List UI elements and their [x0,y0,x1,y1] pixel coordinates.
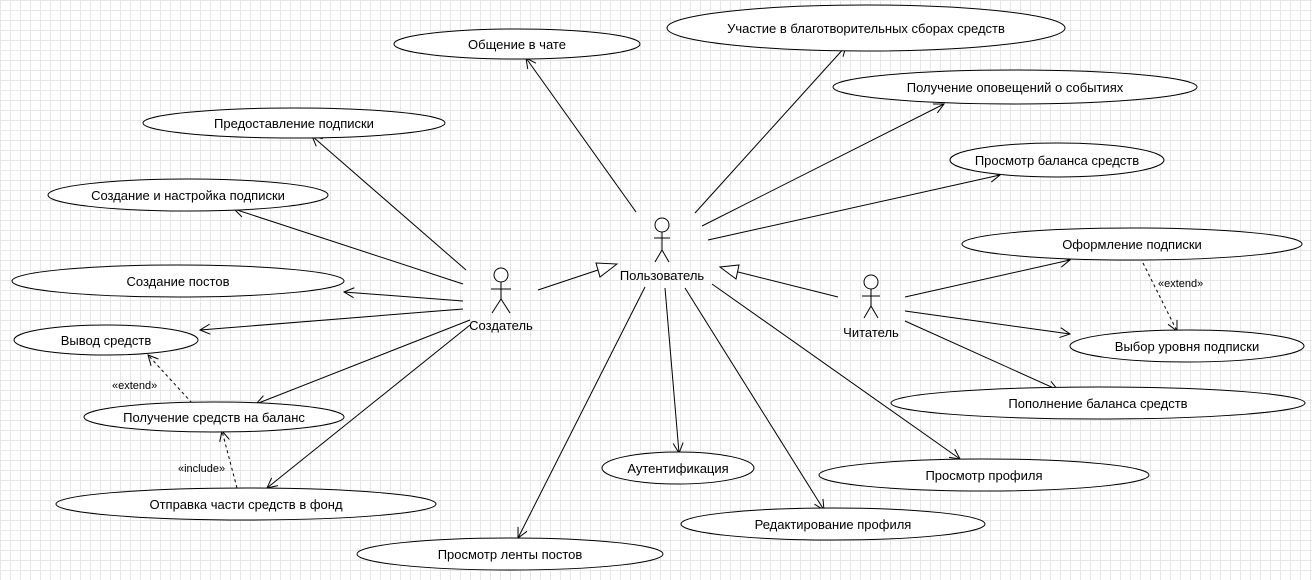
use-case-label: Просмотр ленты постов [438,547,583,562]
actor-head-icon [493,267,509,283]
assoc-user-edit-profile [684,287,824,510]
assoc-user-feed [518,286,646,538]
actor-label: Создатель [469,318,533,333]
actor-label: Пользователь [620,268,705,283]
use-case-label: Аутентификация [627,461,728,476]
gen-creator-user-head [595,262,619,278]
use-case-label: Общение в чате [468,37,566,52]
use-case-subscribe[interactable]: Оформление подписки [961,227,1303,261]
dep-extend-withdraw [148,355,193,404]
use-case-withdraw[interactable]: Вывод средств [13,324,199,356]
use-case-label: Отправка части средств в фонд [149,497,342,512]
use-case-notifications[interactable]: Получение оповещений о событиях [832,69,1198,105]
generalization-lines [537,262,839,298]
use-case-charity[interactable]: Участие в благотворительных сборах средс… [666,4,1066,52]
actor-head-icon [654,217,670,233]
assoc-creator-withdraw [200,308,464,330]
assoc-creator-receive-funds [256,319,471,404]
assoc-creator-send-fund [267,324,471,488]
use-case-edit-profile[interactable]: Редактирование профиля [680,507,986,541]
assoc-reader-subscribe [904,260,1070,298]
stereo-extend-level: «extend» [1158,278,1203,290]
assoc-user-notifications [701,104,944,227]
use-case-label: Предоставление подписки [214,116,374,131]
assoc-user-charity [694,46,846,214]
assoc-user-view-profile [711,283,960,459]
actor-head-icon [863,274,879,290]
assoc-reader-choose-level [904,310,1070,334]
use-case-balance-view[interactable]: Просмотр баланса средств [949,142,1165,178]
use-case-label: Вывод средств [61,333,152,348]
actor-label: Читатель [843,325,899,340]
association-lines [200,46,1070,538]
use-case-label: Получение оповещений о событиях [907,80,1124,95]
actor-creator[interactable]: Создатель [469,267,533,333]
use-case-provide-sub[interactable]: Предоставление подписки [142,107,446,139]
use-case-top-up[interactable]: Пополнение баланса средств [890,386,1306,420]
use-case-label: Оформление подписки [1062,237,1202,252]
use-case-send-fund[interactable]: Отправка части средств в фонд [55,487,437,521]
use-case-chat[interactable]: Общение в чате [393,28,641,60]
use-case-label: Пополнение баланса средств [1008,396,1187,411]
assoc-creator-provide-sub [312,136,467,271]
assoc-creator-create-posts [344,292,464,302]
gen-creator-user [537,269,599,291]
use-case-create-posts[interactable]: Создание постов [11,264,345,298]
gen-reader-user [737,271,839,298]
assoc-creator-create-sub [234,209,464,285]
use-case-label: Создание постов [127,274,230,289]
use-case-label: Редактирование профиля [755,517,912,532]
dep-include-fund [222,431,238,489]
use-case-auth[interactable]: Аутентификация [601,451,755,485]
assoc-user-chat [526,58,637,213]
stereo-include-fund: «include» [178,463,225,475]
use-case-choose-level[interactable]: Выбор уровня подписки [1069,329,1305,363]
stereo-extend-withdraw: «extend» [112,380,157,392]
use-case-label: Выбор уровня подписки [1115,339,1259,354]
use-case-label: Участие в благотворительных сборах средс… [727,21,1005,36]
assoc-user-balance [707,175,1000,241]
dep-extend-level [1142,262,1177,331]
use-case-label: Просмотр баланса средств [975,153,1139,168]
dependency-lines [148,262,1177,489]
use-case-view-profile[interactable]: Просмотр профиля [818,458,1150,492]
use-case-label: Просмотр профиля [925,468,1042,483]
actor-user[interactable]: Пользователь [620,217,705,283]
gen-reader-user-head [718,264,740,280]
use-case-receive-funds[interactable]: Получение средств на баланс [83,401,345,433]
use-case-label: Получение средств на баланс [123,410,305,425]
stereotype-labels: «extend» «include» «extend» [112,278,1203,475]
assoc-reader-top-up [904,320,1058,390]
use-case-create-sub[interactable]: Создание и настройка подписки [47,178,329,212]
actor-reader[interactable]: Читатель [843,274,899,340]
use-case-feed[interactable]: Просмотр ленты постов [356,537,664,571]
assoc-user-auth [664,287,679,453]
use-case-label: Создание и настройка подписки [91,188,285,203]
